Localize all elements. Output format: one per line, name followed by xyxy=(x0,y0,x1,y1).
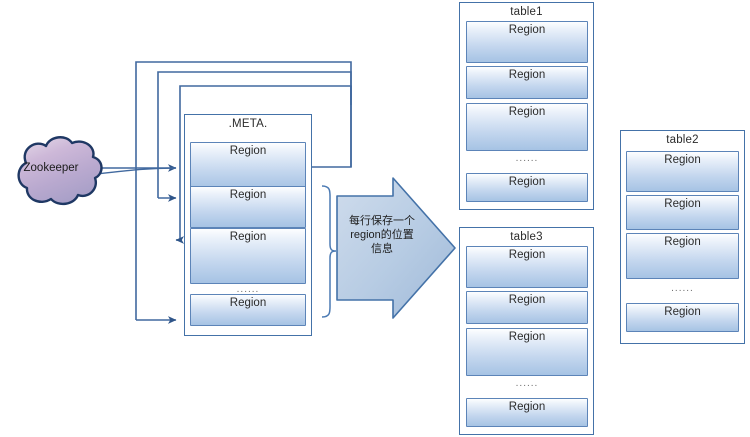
table1-ellipsis: ...... xyxy=(515,153,539,164)
callout-line-1: 每行保存一个 xyxy=(349,215,415,227)
table3-region-1-label: Region xyxy=(508,249,546,261)
table3-region-3[interactable]: Region xyxy=(466,328,588,376)
table2-region-4-label: Region xyxy=(664,306,701,318)
table1-region-2[interactable]: Region xyxy=(466,66,588,99)
meta-region-1-label: Region xyxy=(229,145,267,157)
zookeeper-label: Zookeeper xyxy=(23,162,79,174)
table2-region-2[interactable]: Region xyxy=(626,195,739,230)
table3-region-3-label: Region xyxy=(508,331,546,343)
table2-region-3[interactable]: Region xyxy=(626,233,739,279)
table3-region-2-label: Region xyxy=(508,294,546,306)
zookeeper-node: Zookeeper xyxy=(2,134,106,210)
table2-region-4[interactable]: Region xyxy=(626,303,739,332)
table2-region-3-label: Region xyxy=(664,236,701,248)
table1-region-4[interactable]: Region xyxy=(466,173,588,202)
callout-note: 每行保存一个 region的位置 信息 xyxy=(334,174,458,322)
table2-region-1-label: Region xyxy=(664,154,701,166)
callout-line-2: region的位置 xyxy=(350,229,414,241)
callout-text: 每行保存一个 region的位置 信息 xyxy=(340,214,424,256)
table3-title: table3 xyxy=(510,231,543,243)
table3-region-4[interactable]: Region xyxy=(466,398,588,427)
meta-region-2-label: Region xyxy=(229,189,267,201)
table3-ellipsis: ...... xyxy=(515,378,539,389)
table1-region-1-label: Region xyxy=(508,24,546,36)
meta-region-4[interactable]: Region xyxy=(190,294,306,326)
meta-region-3-label: Region xyxy=(229,231,267,243)
table1-region-3[interactable]: Region xyxy=(466,103,588,151)
table3-region-1[interactable]: Region xyxy=(466,246,588,288)
table1-region-2-label: Region xyxy=(508,69,546,81)
table2-title: table2 xyxy=(666,134,699,146)
table1-region-3-label: Region xyxy=(508,106,546,118)
table1-region-1[interactable]: Region xyxy=(466,21,588,63)
table1-title: table1 xyxy=(510,6,543,18)
callout-line-3: 信息 xyxy=(371,243,393,255)
table3-region-2[interactable]: Region xyxy=(466,291,588,324)
table2-region-2-label: Region xyxy=(664,198,701,210)
meta-table-title: .META. xyxy=(228,118,268,130)
meta-region-1[interactable]: Region xyxy=(190,142,306,190)
meta-region-2[interactable]: Region xyxy=(190,186,306,228)
meta-region-3[interactable]: Region xyxy=(190,228,306,284)
table1-region-4-label: Region xyxy=(508,176,546,188)
meta-region-4-label: Region xyxy=(229,297,267,309)
meta-ellipsis: ...... xyxy=(236,284,260,295)
table2-region-1[interactable]: Region xyxy=(626,151,739,192)
table2-ellipsis: ...... xyxy=(671,283,694,294)
table3-region-4-label: Region xyxy=(508,401,546,413)
